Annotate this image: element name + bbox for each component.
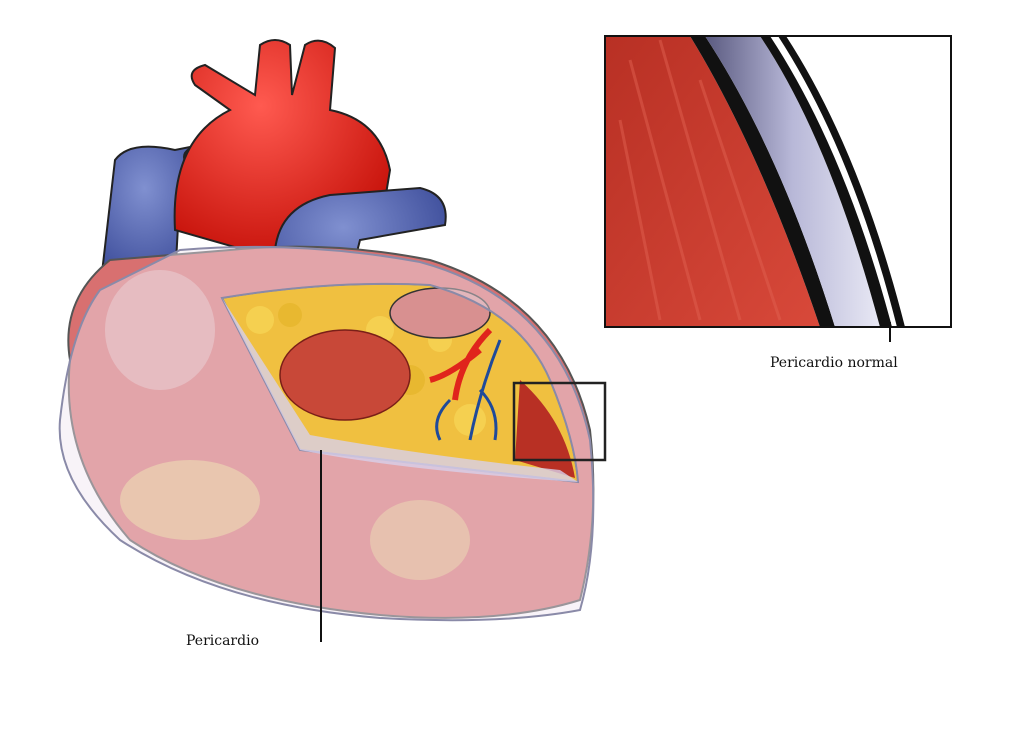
pericardium-opening [220, 283, 579, 483]
label-pericardium: Pericardio [186, 633, 259, 649]
pericardium-sac [58, 245, 595, 622]
detail-box [512, 381, 607, 462]
label-normal-pericardium: Pericardio normal [770, 355, 898, 371]
inset-magnified-view [605, 36, 951, 327]
inset-frame [604, 35, 952, 328]
